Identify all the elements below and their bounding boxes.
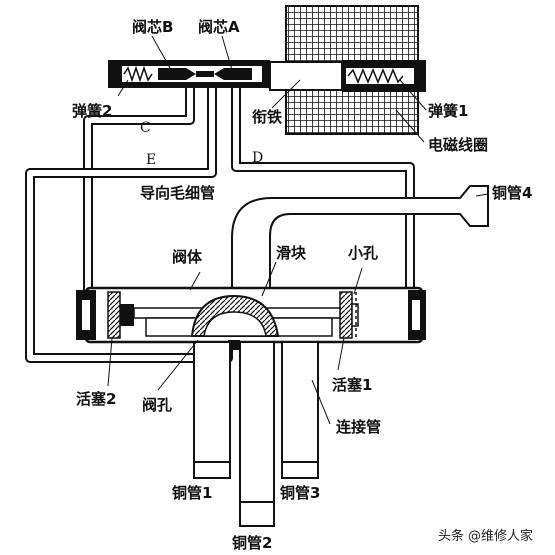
lower-copper-pipes: [193, 341, 319, 527]
valve-body: [76, 286, 426, 350]
leader-lines: [107, 35, 489, 425]
label-pipe-c: C: [140, 120, 151, 136]
label-slider: 滑块: [276, 244, 307, 262]
label-copper-pipe-1: 铜管1: [172, 484, 212, 502]
label-piston-1: 活塞1: [332, 376, 372, 394]
label-spring-1: 弹簧1: [428, 102, 468, 120]
label-small-hole: 小孔: [348, 244, 378, 262]
label-copper-pipe-3: 铜管3: [280, 484, 320, 502]
pilot-valve: [108, 60, 426, 92]
label-pipe-e: E: [146, 152, 156, 168]
label-pipe-d: D: [252, 150, 263, 166]
watermark-brand: 头条: [438, 528, 464, 544]
label-valve-core-b: 阀芯B: [132, 18, 173, 36]
label-connecting-pipe: 连接管: [336, 418, 381, 436]
label-piston-2: 活塞2: [76, 390, 116, 408]
label-copper-pipe-4: 铜管4: [492, 184, 532, 202]
label-valve-body: 阀体: [172, 248, 203, 266]
label-solenoid-coil: 电磁线圈: [428, 136, 488, 154]
label-capillary-guide: 导向毛细管: [140, 184, 215, 202]
label-valve-core-a: 阀芯A: [198, 18, 240, 36]
armature: [269, 61, 343, 91]
label-valve-hole: 阀孔: [142, 396, 172, 414]
watermark-account: @维修人家: [468, 528, 533, 544]
label-armature: 衔铁: [252, 108, 282, 126]
label-copper-pipe-2: 铜管2: [232, 534, 272, 552]
label-spring-2: 弹簧2: [72, 102, 112, 120]
